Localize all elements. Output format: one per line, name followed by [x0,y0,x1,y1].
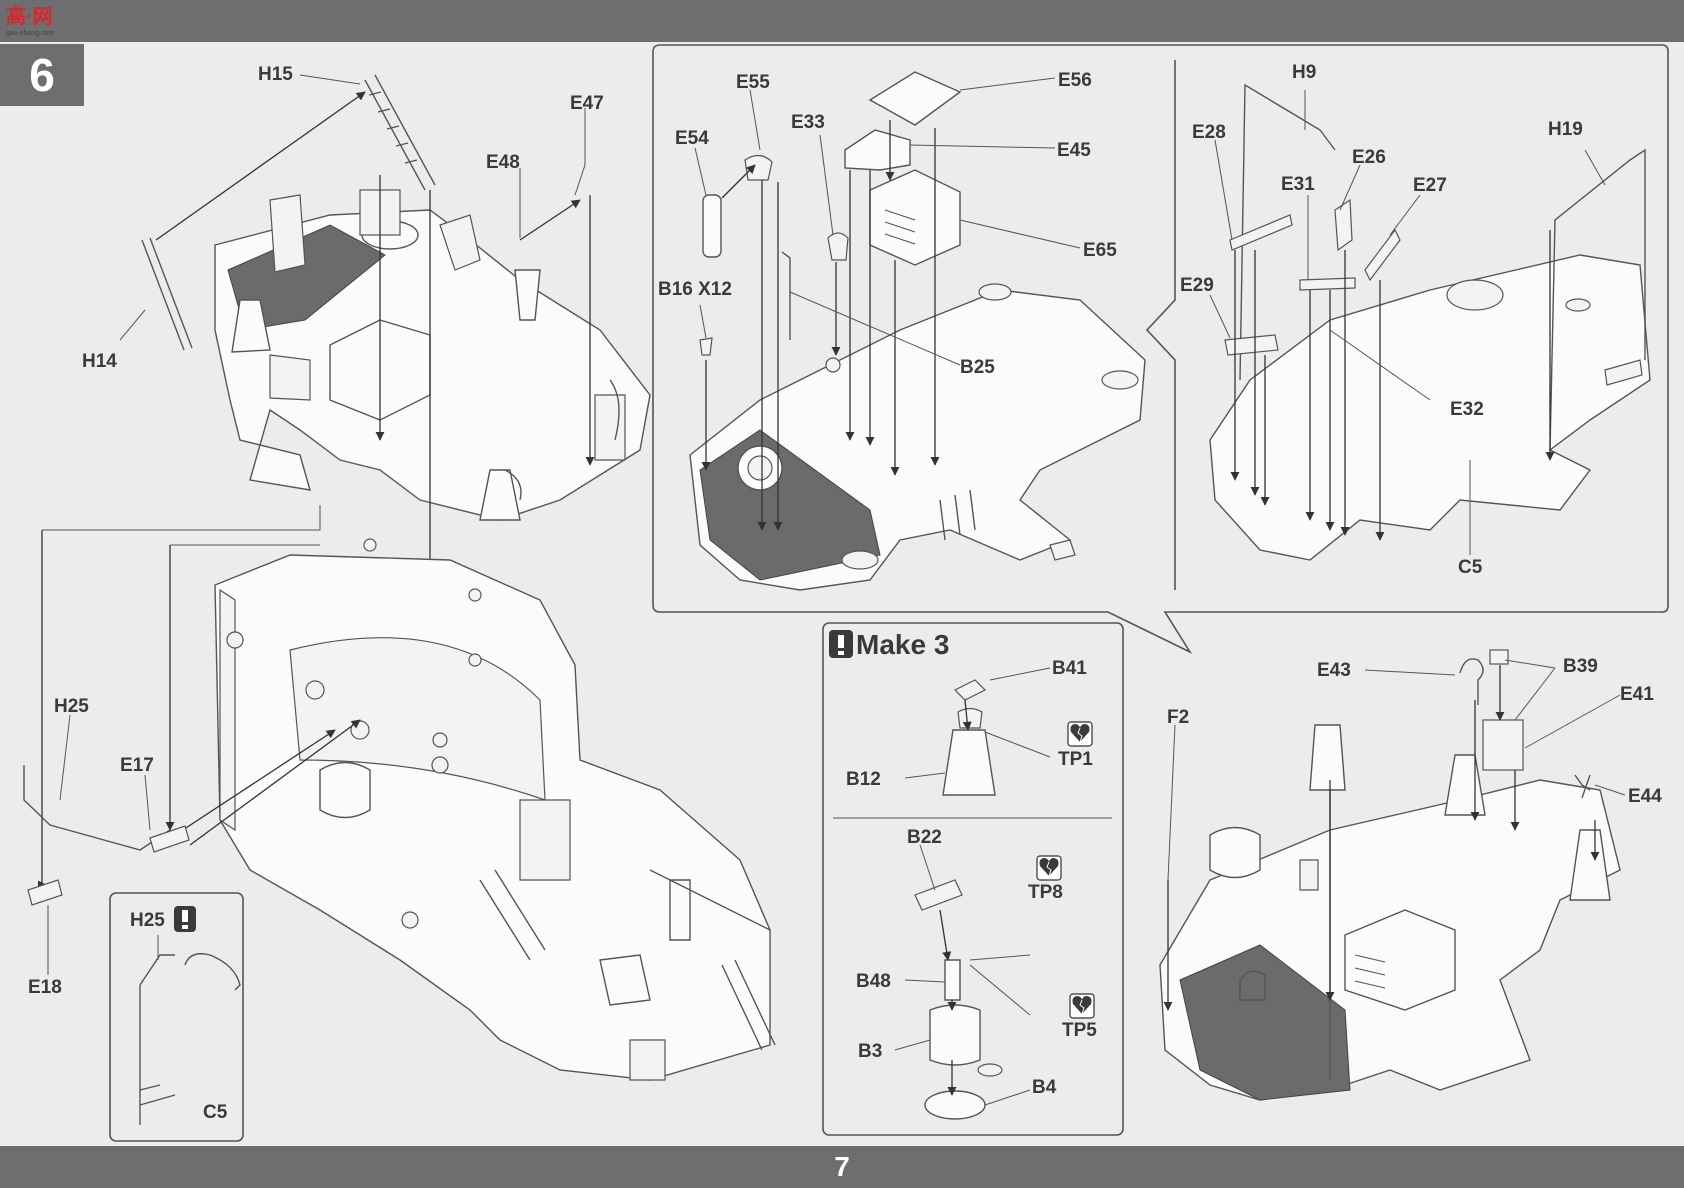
label-E29: E29 [1180,275,1214,296]
label-H9: H9 [1292,62,1316,83]
logo-subtext: gao-shang.com [6,30,55,37]
rail-h25 [23,714,190,975]
label-B4: B4 [1032,1077,1057,1098]
middle-arrows [694,77,1081,531]
ladder-h15 [364,74,436,191]
broken-heart-icon [1036,855,1062,881]
label-E31: E31 [1281,174,1315,195]
label-B48: B48 [856,971,891,992]
h25-inset-box [109,892,244,1142]
page-number: 7 [834,1151,850,1182]
label-E18: E18 [28,977,62,998]
warning-icon [829,630,853,658]
logo-text: 高·网 [6,6,53,28]
label-E17: E17 [120,755,154,776]
label-E32: E32 [1450,399,1484,420]
make3-title: Make 3 [856,629,949,660]
make3-heading: Make 3 [829,629,949,660]
right-arrows [1209,90,1606,555]
label-C5-top: C5 [1458,557,1483,578]
label-C5-inset: C5 [203,1102,228,1123]
label-TP1: TP1 [1058,749,1093,770]
label-B12: B12 [846,769,881,790]
middle-panel-deck [689,283,1146,591]
label-E54: E54 [675,128,709,149]
ladder-h14 [141,237,193,351]
label-E47: E47 [570,93,604,114]
part-labels: H15 E47 E48 H14 E55 E54 E33 E56 E45 E65 … [28,62,1662,1123]
make3-box [822,622,1124,1136]
h25-inset-heading: H25 [130,906,196,932]
label-E55: E55 [736,72,770,93]
detail-panel-frame [652,44,1669,654]
bottom-right-deck [1159,649,1621,1101]
label-E65: E65 [1083,240,1117,261]
lower-superstructure [214,538,776,1081]
label-B22: B22 [907,827,942,848]
broken-heart-icon [1067,721,1093,747]
label-E56: E56 [1058,70,1092,91]
label-H15: H15 [258,64,293,85]
label-E27: E27 [1413,175,1447,196]
label-H14: H14 [82,351,117,372]
right-panel-deck [1209,83,1651,561]
label-E43: E43 [1317,660,1351,681]
site-logo: 高·网 gao-shang.com [6,4,70,38]
label-E45: E45 [1057,140,1091,161]
label-E28: E28 [1192,122,1226,143]
label-B41: B41 [1052,658,1087,679]
label-B3: B3 [858,1041,882,1062]
top-bar [0,0,1684,42]
broken-heart-icon [1069,993,1095,1019]
upper-bridge-deck [214,189,651,521]
label-B39: B39 [1563,656,1598,677]
label-F2: F2 [1167,707,1189,728]
label-H25: H25 [54,696,89,717]
label-B25: B25 [960,357,995,378]
label-E44: E44 [1628,786,1662,807]
h25-inset-label: H25 [130,910,165,931]
label-TP5: TP5 [1062,1020,1097,1041]
label-E41: E41 [1620,684,1654,705]
label-B16X12: B16 X12 [658,279,732,300]
bottom-bar [0,1146,1684,1188]
label-E26: E26 [1352,147,1386,168]
step-number: 6 [0,44,84,106]
label-E48: E48 [486,152,520,173]
warning-icon [174,906,196,932]
bottom-right-arrows [1163,659,1626,1011]
label-E33: E33 [791,112,825,133]
label-TP8: TP8 [1028,882,1063,903]
label-H19: H19 [1548,119,1583,140]
